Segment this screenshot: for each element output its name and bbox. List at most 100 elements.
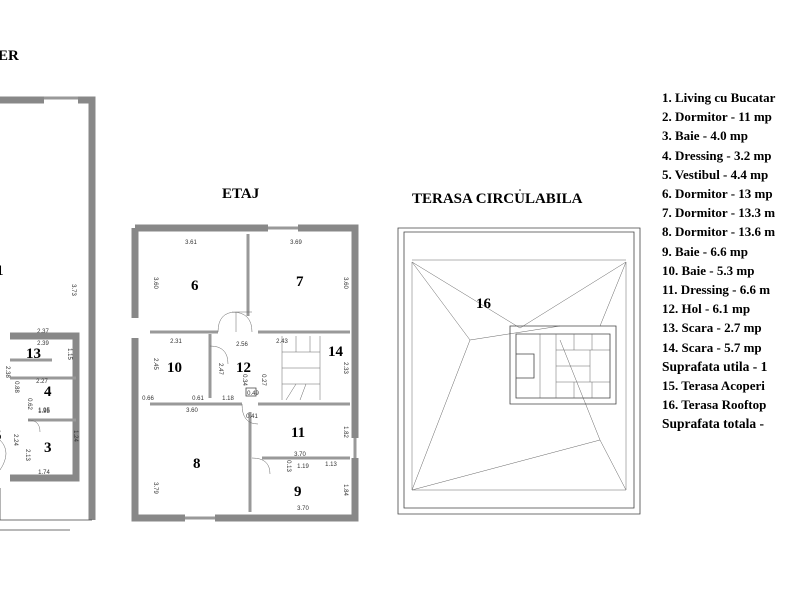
floor-door-swing-7	[231, 311, 253, 333]
dimension-label-floor: 3.61	[185, 240, 197, 246]
dimension-label-ground: 1.15	[66, 348, 72, 360]
terrace-stair-enclosure	[509, 325, 617, 405]
room-number-11: 11	[291, 425, 305, 441]
legend-item: 6. Dormitor - 13 mp	[662, 186, 773, 202]
dimension-label-floor: 2.43	[276, 339, 288, 345]
legend-item: 10. Baie - 5.3 mp	[662, 262, 755, 278]
legend-item: 3. Baie - 4.0 mp	[662, 128, 748, 144]
terrace-door	[516, 353, 535, 379]
legend-item: Suprafata totala -	[662, 416, 764, 432]
legend-item: 11. Dressing - 6.6 m	[662, 282, 771, 298]
legend-item: 7. Dormitor - 13.3 m	[662, 205, 776, 221]
dimension-label-ground: 3.73	[70, 284, 76, 296]
terrace-slope-lines	[411, 261, 627, 491]
legend-item: 8. Dormitor - 13.6 m	[662, 224, 776, 240]
room-number-7: 7	[296, 274, 304, 290]
dimension-label-floor: 0.49	[247, 391, 259, 397]
terrace-outer-line	[397, 227, 641, 515]
dimension-label-ground: 2.27	[36, 379, 48, 385]
ground-door-swing-2	[27, 419, 41, 433]
room-number-4: 4	[44, 384, 52, 400]
terrace-heading: TERASA CIRCULABILA	[412, 191, 583, 207]
floor-lower-partitions	[150, 402, 350, 512]
dimension-label-floor: 0.34	[241, 374, 247, 386]
legend-item: 5. Vestibul - 4.4 mp	[662, 166, 769, 182]
room-legend: 1. Living cu Bucatar 2. Dormitor - 11 mp 3…	[662, 88, 800, 434]
dimension-label-floor: 0.27	[260, 374, 266, 386]
dimension-label-floor: 1.18	[222, 396, 234, 402]
dimension-label-floor: 3.60	[342, 277, 348, 289]
terrace-parapet	[411, 259, 627, 491]
terrace-plan	[397, 189, 641, 515]
room-number-16: 16	[476, 296, 492, 312]
dimension-label-floor: 2.47	[217, 363, 223, 375]
dimension-label-ground: 2.38	[4, 366, 10, 378]
ground-partitions	[10, 358, 76, 422]
ground-floor-heading: ER	[0, 48, 19, 64]
room-number-labels: 11345367101214118916	[0, 263, 492, 500]
floor-door-swing-8	[241, 403, 259, 425]
legend-item: 16. Terasa Rooftop	[662, 397, 767, 413]
dimension-label-floor: 1.82	[342, 426, 348, 438]
dimension-label-floor: 3.60	[152, 277, 158, 289]
legend-item: Suprafata utila - 1	[662, 358, 768, 374]
floor-windows	[185, 226, 357, 520]
floor-niche	[245, 387, 257, 397]
dimension-label-floor: 1.19	[297, 464, 309, 470]
ground-core-wall	[10, 332, 80, 482]
legend-item: 2. Dormitor - 11 mp	[662, 109, 772, 125]
dimension-label-ground: 2.13	[24, 449, 30, 461]
floor-door-swing-9	[251, 457, 271, 475]
floor-outer-wall	[131, 224, 359, 522]
dimension-label-floor: 2.56	[236, 342, 248, 348]
dimension-label-ground: 2.24	[12, 434, 18, 446]
dimension-label-floor: 2.45	[152, 358, 158, 370]
ground-bottom-lines	[0, 488, 92, 531]
dimension-label-floor: 3.60	[186, 408, 198, 414]
room-number-6: 6	[191, 278, 199, 294]
stray-dot	[519, 189, 521, 191]
terrace-ridge-lines	[411, 261, 627, 329]
legend-item: 12. Hol - 6.1 mp	[662, 301, 751, 317]
dimension-label-ground: 1.24	[72, 430, 78, 442]
legend-item: 13. Scara - 2.7 mp	[662, 320, 762, 336]
legend-item: 14. Scara - 5.7 mp	[662, 339, 762, 355]
legend-item: 9. Baie - 6.6 mp	[662, 243, 748, 259]
floor-door-swing-10	[209, 345, 229, 365]
legend-item: 15. Terasa Acoperi	[662, 378, 765, 394]
dimension-label-floor: 3.69	[290, 240, 302, 246]
floor-door-swing-6	[217, 311, 237, 333]
dimension-label-ground: 2.37	[37, 329, 49, 335]
dimension-label-floor: 1.13	[325, 462, 337, 468]
dimension-label-ground: 1.95	[38, 409, 50, 415]
room-number-9: 9	[294, 484, 302, 500]
dimension-label-ground: 2.39	[37, 341, 49, 347]
ground-door-swing	[0, 439, 7, 471]
room-number-5: 5	[0, 428, 2, 444]
dimension-label-floor: 2.33	[342, 362, 348, 374]
room-number-12: 12	[236, 360, 251, 376]
ground-outer-wall	[0, 96, 96, 520]
room-number-8: 8	[193, 456, 201, 472]
room-number-13: 13	[26, 346, 41, 362]
dimension-label-floor: 3.79	[152, 482, 158, 494]
room-number-1: 1	[0, 263, 4, 279]
dimension-label-ground: 1.95	[38, 408, 50, 414]
dimension-label-floor: 3.70	[294, 452, 306, 458]
terrace-stair-treads	[539, 334, 610, 398]
room-number-10: 10	[167, 360, 182, 376]
dimension-label-ground: 0.88	[13, 381, 19, 393]
floor-upper-partitions	[150, 234, 350, 334]
dimension-label-ground: 1.74	[38, 470, 50, 476]
ground-floor-plan	[0, 96, 96, 531]
dimension-label-floor: 0.41	[246, 414, 258, 420]
dimension-label-floor: 0.13	[285, 460, 291, 472]
terrace-inner-line	[403, 231, 635, 509]
legend-item: 1. Living cu Bucatar	[662, 90, 776, 105]
dimension-label-floor: 3.70	[297, 506, 309, 512]
dimension-label-ground: 0.62	[26, 398, 32, 410]
dimension-label-floor: 0.66	[142, 396, 154, 402]
dimension-label-floor: 0.61	[192, 396, 204, 402]
upper-floor-plan	[131, 224, 359, 522]
